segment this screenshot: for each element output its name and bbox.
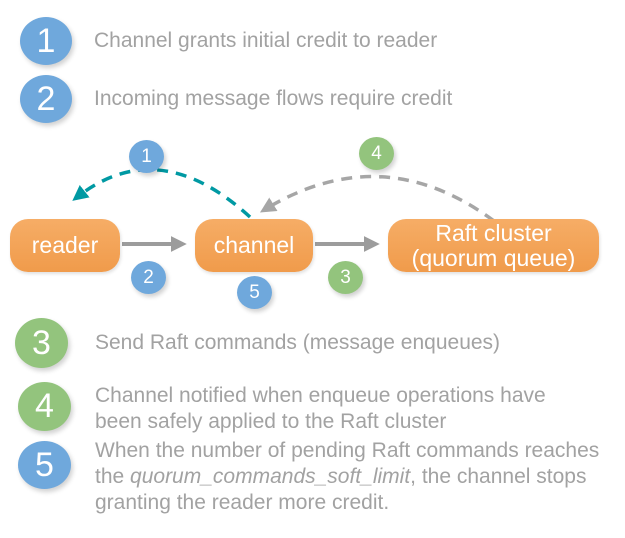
step-1-circle: 1 [20,17,72,65]
node-channel: channel [195,219,313,272]
node-reader-label: reader [31,232,99,258]
step-2-text: Incoming message flows require credit [94,87,453,110]
badge-3: 3 [328,261,363,294]
step-3-text: Send Raft commands (message enqueues) [95,331,501,354]
step-5-text-after: , the channel stops granting the reader … [95,465,587,514]
node-raft-label-line2: (quorum queue) [411,244,576,271]
step-3-number: 3 [32,323,51,362]
step-5-text-before: When the number of pending Raft commands… [95,439,600,488]
arrow-credit-grant-teal [72,168,252,219]
arrow-raft-applied-gray [259,174,496,223]
step-4-text: Channel notified when enqueue operations… [95,384,546,433]
step-1-text: Channel grants initial credit to reader [94,29,438,52]
node-reader: reader [10,219,120,272]
step-5-term-quorum-commands-soft-limit: quorum_commands_soft_limit [130,465,411,488]
badge-5: 5 [237,276,272,309]
step-5-circle: 5 [18,441,71,489]
step-4-number: 4 [35,387,54,425]
node-raft-label-line1: Raft cluster [435,219,552,246]
step-1-number: 1 [36,21,56,60]
node-channel-label: channel [213,232,295,258]
step-5-number: 5 [35,445,54,484]
step-5-text: When the number of pending Raft commands… [95,438,610,516]
badge-4: 4 [359,137,394,170]
step-2-number: 2 [36,79,56,118]
badge-2: 2 [131,261,166,294]
node-raft-cluster: Raft cluster (quorum queue) [388,219,599,272]
step-4-circle: 4 [18,382,71,431]
step-3-circle: 3 [15,318,68,368]
badge-1: 1 [129,140,164,173]
step-2-circle: 2 [20,75,72,123]
